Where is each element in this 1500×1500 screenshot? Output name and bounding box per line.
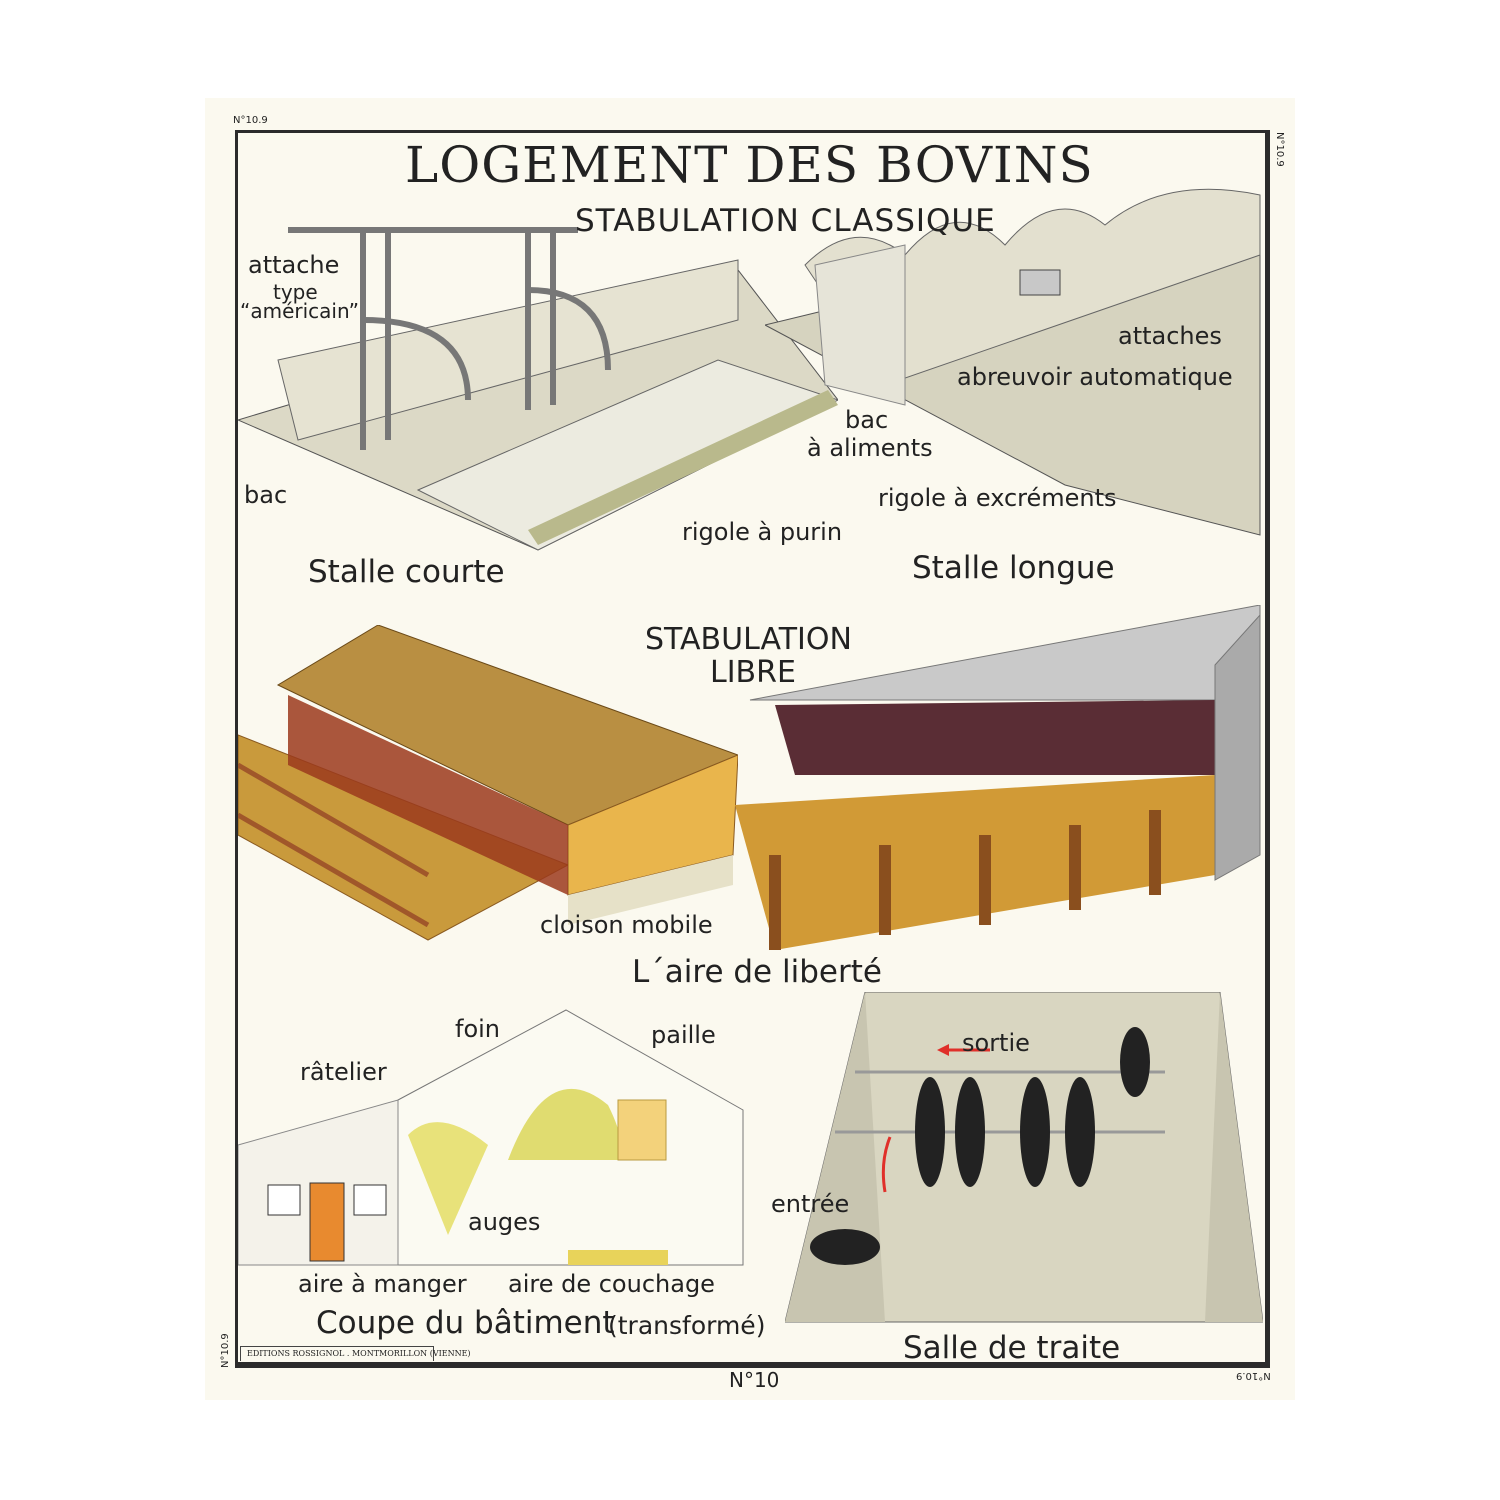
stalle-longue-illustration <box>765 188 1261 536</box>
stabulation-libre-heading-1: STABULATION <box>645 622 852 657</box>
barn-illustration <box>238 625 738 941</box>
label-sortie: sortie <box>962 1029 1030 1057</box>
label-ratelier: râtelier <box>300 1058 387 1086</box>
label-entree: entrée <box>771 1190 850 1218</box>
publisher-imprint: EDITIONS ROSSIGNOL . MONTMORILLON (VIENN… <box>240 1346 471 1361</box>
stabulation-classique-heading: STABULATION CLASSIQUE <box>575 203 996 239</box>
caption-transforme: (transformé) <box>608 1311 766 1340</box>
label-rigole-excrements: rigole à excréments <box>878 484 1117 512</box>
poster-frame <box>235 130 1270 1368</box>
label-auges: auges <box>468 1208 541 1236</box>
label-foin: foin <box>455 1015 501 1043</box>
stabulation-libre-heading-2: LIBRE <box>710 655 796 690</box>
label-type: type <box>273 280 318 304</box>
caption-stalle-longue: Stalle longue <box>912 550 1115 586</box>
label-bac: bac <box>244 481 288 509</box>
label-americain: “américain” <box>240 299 359 323</box>
caption-coupe-batiment: Coupe du bâtiment <box>316 1305 615 1341</box>
label-rigole-purin: rigole à purin <box>682 518 843 546</box>
stalle-courte-illustration <box>238 227 838 551</box>
label-bac-aliments-1: bac <box>845 406 889 434</box>
label-cloison-mobile: cloison mobile <box>540 911 713 939</box>
open-shed-illustration <box>735 605 1261 950</box>
label-attaches: attaches <box>1118 322 1222 350</box>
label-aire-couchage: aire de couchage <box>508 1270 715 1298</box>
plate-number-top: N°10.9 <box>233 115 268 126</box>
plate-number-bottom-right: N°10.9 <box>1236 1370 1271 1381</box>
plate-number: N°10 <box>729 1368 780 1392</box>
label-attache: attache <box>248 251 340 279</box>
label-bac-aliments-2: à aliments <box>807 434 933 462</box>
plate-number-left: N°10.9 <box>220 1333 231 1368</box>
building-section-illustration <box>238 1009 744 1266</box>
caption-salle-traite: Salle de traite <box>903 1330 1121 1366</box>
milking-parlor-illustration <box>785 992 1263 1323</box>
poster-title: LOGEMENT DES BOVINS <box>405 136 1094 194</box>
plate-number-right: N°10.9 <box>1274 132 1285 167</box>
label-abreuvoir: abreuvoir automatique <box>957 363 1233 391</box>
caption-aire-liberte: L´aire de liberté <box>632 954 882 990</box>
caption-stalle-courte: Stalle courte <box>308 554 505 590</box>
label-aire-manger: aire à manger <box>298 1270 467 1298</box>
label-paille: paille <box>651 1021 716 1049</box>
